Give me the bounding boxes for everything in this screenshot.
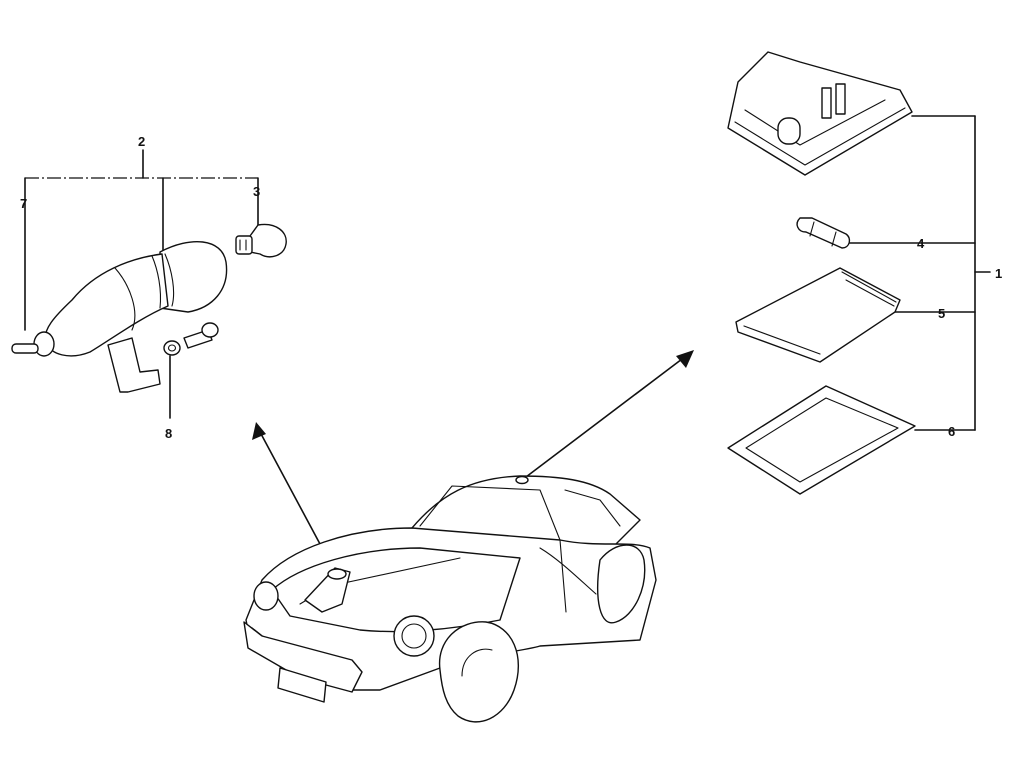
screw-and-washer bbox=[163, 322, 219, 419]
callout-5: 5 bbox=[938, 306, 945, 321]
bulb bbox=[235, 223, 287, 258]
callout-bracket-1 bbox=[849, 115, 991, 431]
callout-3: 3 bbox=[253, 184, 260, 199]
lamp-housing bbox=[727, 51, 913, 176]
callout-4: 4 bbox=[917, 236, 925, 251]
license-plate bbox=[277, 667, 327, 703]
callout-bracket-2 bbox=[24, 149, 259, 331]
mounting-bracket bbox=[107, 337, 161, 393]
left-lamp-assembly: 2 3 7 8 bbox=[11, 134, 287, 441]
arrow-to-right-assembly bbox=[521, 355, 687, 481]
arrowhead-left bbox=[252, 422, 266, 440]
room-lamp-location bbox=[515, 475, 529, 485]
callout-2: 2 bbox=[138, 134, 145, 149]
arrowhead-right bbox=[676, 350, 694, 368]
callout-8: 8 bbox=[165, 426, 172, 441]
lamp-gasket bbox=[727, 385, 916, 495]
car-illustration bbox=[243, 475, 657, 723]
headlight-right bbox=[393, 615, 435, 657]
rear-wheel bbox=[597, 544, 646, 624]
callout-1: 1 bbox=[995, 266, 1002, 281]
right-lamp-assembly: 1 4 5 6 bbox=[727, 51, 1002, 495]
lamp-body bbox=[11, 240, 228, 357]
lamp-lens bbox=[735, 267, 901, 363]
front-wheel bbox=[438, 621, 519, 723]
headlight-left bbox=[253, 581, 279, 611]
engine-lamp-location bbox=[327, 568, 347, 580]
festoon-bulb bbox=[796, 217, 851, 249]
callout-7: 7 bbox=[20, 196, 27, 211]
callout-6: 6 bbox=[948, 424, 955, 439]
